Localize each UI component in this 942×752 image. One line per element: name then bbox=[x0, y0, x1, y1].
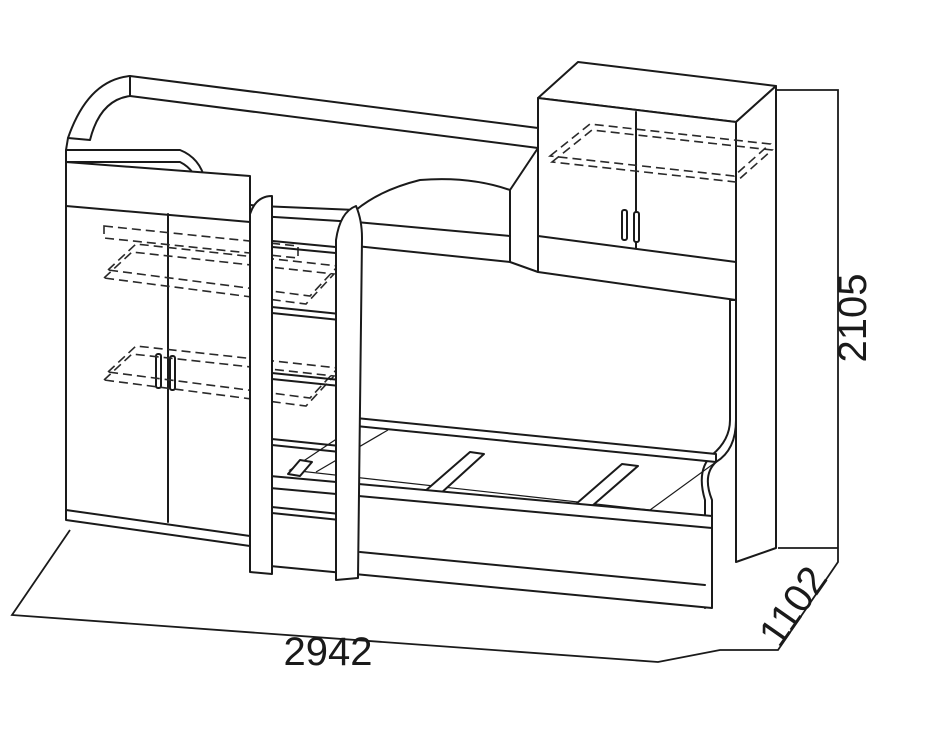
upper-bunk bbox=[65, 75, 539, 273]
ladder-rung bbox=[261, 505, 341, 515]
ladder bbox=[249, 195, 363, 581]
cabinet-shelf bbox=[549, 129, 774, 183]
cabinet-handle-right bbox=[633, 211, 640, 243]
cabinet-handle-left bbox=[621, 209, 628, 241]
ladder-rung bbox=[261, 239, 347, 249]
lower-bunk bbox=[269, 417, 718, 609]
depth-dimension-label: 1102 bbox=[751, 559, 836, 655]
wardrobe-handle-right bbox=[169, 355, 176, 391]
upper-right-cabinet bbox=[537, 61, 777, 563]
wardrobe-handle-left bbox=[155, 353, 162, 389]
ladder-rung bbox=[261, 305, 341, 315]
bed-slat bbox=[575, 463, 639, 507]
ladder-rail-left bbox=[249, 195, 273, 575]
wardrobe-shelf-top bbox=[103, 225, 299, 259]
left-wardrobe bbox=[65, 161, 340, 547]
dimension-frame bbox=[10, 89, 839, 663]
width-dimension-label: 2942 bbox=[284, 630, 373, 674]
ladder-rung bbox=[261, 437, 341, 447]
ladder-rung bbox=[261, 371, 341, 381]
height-dimension-label: 2105 bbox=[831, 274, 875, 363]
ladder-rail-right bbox=[335, 205, 363, 581]
